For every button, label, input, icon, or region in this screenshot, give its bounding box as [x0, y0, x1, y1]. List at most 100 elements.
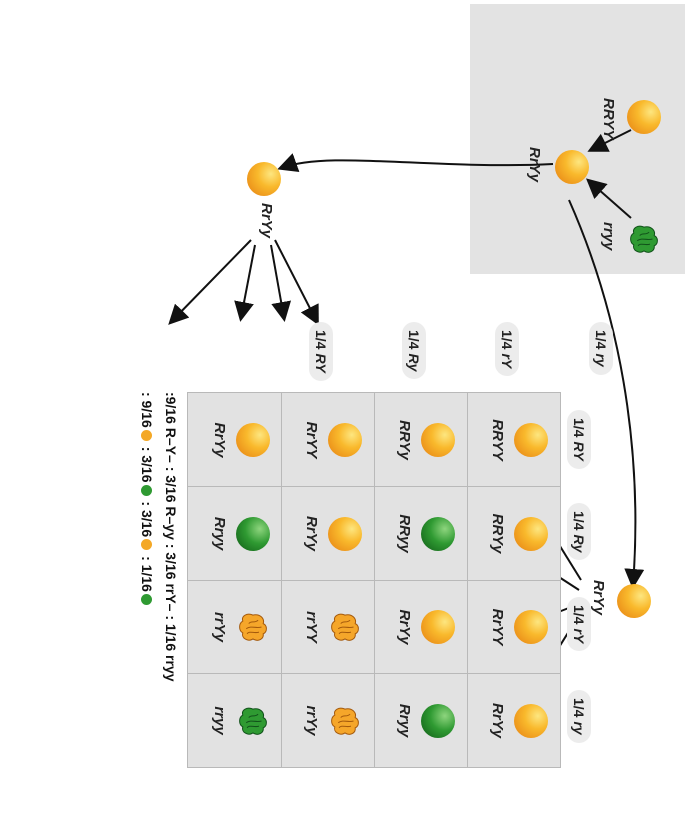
wrinkled-green-pea-icon — [141, 593, 152, 605]
gamete-fraction: 1/4 — [499, 330, 515, 350]
cell-genotype: rryy — [210, 706, 228, 735]
punnett-cell: RRYY — [467, 393, 560, 487]
wrinkled-yellow-pea-icon — [329, 704, 363, 738]
parent2-genotype: rryy — [600, 222, 617, 251]
arrow-f1-to-left — [277, 153, 554, 173]
arrow-left-to-g4 — [168, 239, 252, 325]
arrow-left-to-g2 — [270, 244, 292, 322]
cell-genotype: RrYy — [489, 702, 506, 739]
arrow-left-to-g3 — [234, 244, 256, 322]
round-green-pea-icon — [235, 516, 270, 551]
punnett-cell: rrYy — [282, 674, 375, 768]
arrow-p1-to-f1 — [587, 129, 632, 152]
punnett-cell: RrYy — [374, 580, 467, 674]
round-yellow-pea-icon — [514, 610, 548, 644]
gamete-genotype: ry — [593, 353, 609, 367]
cell-genotype: RRyy — [396, 514, 414, 553]
phenotype-ratio-text: : 3/16 — [139, 446, 155, 483]
wrinkled-yellow-pea-icon — [329, 610, 363, 644]
punnett-cell: RRyy — [374, 487, 467, 581]
gamete-genotype: RY — [313, 353, 329, 373]
f1-left-genotype: RrYy — [258, 203, 275, 239]
gamete-genotype: Ry — [571, 534, 587, 553]
wrinkled-yellow-pea-icon — [141, 539, 152, 551]
round-yellow-pea-icon — [421, 610, 456, 644]
round-green-pea-icon — [421, 516, 456, 551]
f1-top-genotype: RrYy — [590, 580, 607, 616]
gamete-fraction: 1/4 — [593, 330, 609, 350]
gamete-fraction: 1/4 — [571, 418, 587, 438]
cell-genotype: rrYy — [303, 705, 321, 736]
f1-round-yellow-pea — [555, 150, 589, 184]
cell-genotype: RRYY — [489, 419, 506, 461]
gamete-left-pill: 1/4Ry — [402, 322, 426, 380]
wrinkled-green-pea-icon — [236, 704, 270, 738]
cell-genotype: RrYy — [303, 515, 321, 552]
f1-top-pea — [617, 584, 651, 618]
cell-genotype: RrYY — [303, 421, 321, 459]
cell-genotype: RrYy — [210, 422, 228, 458]
gamete-top-pill: 1/4Ry — [567, 503, 591, 561]
gamete-fraction: 1/4 — [406, 330, 422, 350]
parent1-genotype: RRYY — [600, 98, 617, 140]
punnett-cell: RrYy — [467, 674, 560, 768]
round-yellow-pea-icon — [141, 429, 152, 441]
f1-genotype: RrYy — [526, 147, 543, 183]
gamete-fraction: 1/4 — [571, 698, 587, 718]
punnett-cell: rrYy — [189, 580, 282, 674]
gamete-fraction: 1/4 — [313, 330, 329, 350]
gamete-genotype: rY — [571, 628, 587, 644]
round-yellow-pea-icon — [514, 423, 548, 457]
round-yellow-pea-icon — [328, 423, 363, 457]
punnett-cell: RRYy — [467, 487, 560, 581]
cell-genotype: RRYy — [489, 513, 506, 554]
punnett-cell: RrYY — [282, 393, 375, 487]
gamete-top-pill: 1/4 rY — [567, 597, 591, 652]
cell-genotype: RrYy — [396, 609, 414, 645]
cell-genotype: RRYy — [396, 420, 414, 460]
gamete-top-pill: 1/4RY — [567, 410, 591, 469]
gamete-genotype: RY — [571, 441, 587, 461]
punnett-cell: rrYY — [282, 580, 375, 674]
punnett-cell: RrYy — [282, 487, 375, 581]
gamete-genotype: ry — [571, 721, 587, 735]
gamete-left-pill: 1/4 rY — [495, 322, 519, 377]
gamete-fraction: 1/4 — [571, 511, 587, 531]
gamete-genotype: rY — [499, 353, 515, 369]
gamete-genotype: Ry — [406, 353, 422, 372]
f1-left-pea — [247, 162, 281, 196]
punnett-cell: RrYY — [467, 580, 560, 674]
genotype-ratio: :9/16 R–Y– : 3/16 R–yy : 3/16 rrY– : 1/1… — [163, 392, 179, 682]
gamete-top-pill: 1/4 ry — [567, 690, 591, 743]
wrinkled-yellow-pea-icon — [236, 610, 270, 644]
parent2-wrinkled-green-pea — [627, 222, 661, 256]
round-green-pea-icon — [141, 484, 152, 496]
punnett-cell: RrYy — [189, 393, 282, 487]
gamete-left-pill: 1/4 ry — [589, 322, 613, 375]
round-green-pea-icon — [421, 703, 456, 738]
cell-genotype: rrYY — [303, 611, 321, 643]
round-yellow-pea-icon — [514, 703, 548, 738]
phenotype-ratio-text: : 1/16 — [139, 556, 155, 592]
gamete-left-pill: 1/4RY — [309, 322, 333, 381]
cell-genotype: Rryy — [396, 703, 414, 738]
gamete-fraction: 1/4 — [571, 605, 587, 625]
arrow-left-to-g1 — [274, 239, 319, 326]
round-yellow-pea-icon — [235, 423, 270, 457]
phenotype-ratio-text: : 9/16 — [139, 392, 155, 428]
phenotype-ratio-text: : 3/16 — [139, 501, 155, 538]
arrow-p2-to-f1 — [585, 178, 632, 219]
cell-genotype: rrYy — [210, 611, 228, 643]
punnett-cell: rryy — [189, 674, 282, 768]
cell-genotype: RrYY — [489, 608, 506, 646]
punnett-cell: Rryy — [374, 674, 467, 768]
cell-genotype: Rryy — [210, 516, 228, 551]
arrow-f1-to-top — [568, 199, 645, 589]
round-yellow-pea-icon — [328, 516, 363, 551]
punnett-cell: Rryy — [189, 487, 282, 581]
parent1-round-yellow-pea — [627, 100, 661, 134]
punnett-cell: RRYy — [374, 393, 467, 487]
